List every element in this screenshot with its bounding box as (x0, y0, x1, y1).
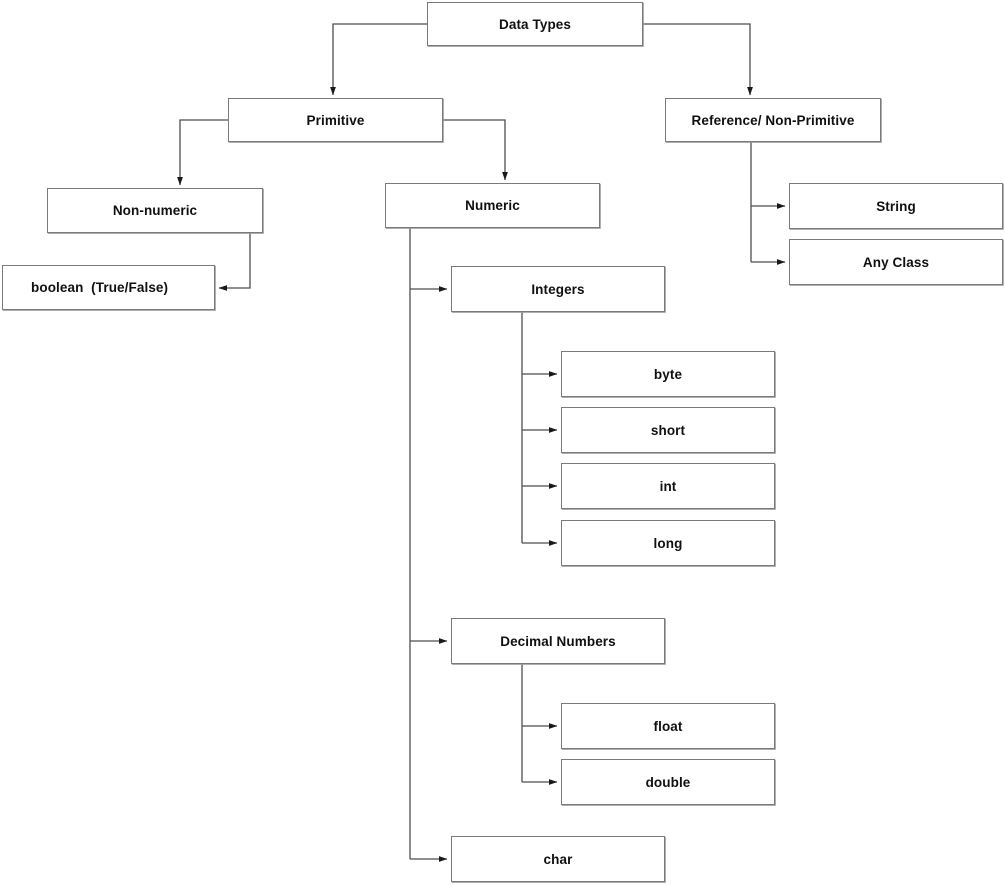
node-label-float: float (653, 718, 683, 734)
node-byte[interactable]: byte (561, 351, 775, 397)
node-label-byte: byte (653, 366, 683, 382)
node-double[interactable]: double (561, 759, 775, 805)
node-label-non-numeric: Non-numeric (112, 203, 198, 218)
node-long[interactable]: long (561, 520, 775, 566)
node-label-short: short (650, 422, 686, 438)
edge-datatypes-primitive (330, 23, 427, 96)
edge-nonnumeric-boolean (218, 233, 251, 291)
edge-primitive-nonnumeric (177, 119, 228, 186)
node-label-primitive: Primitive (306, 112, 365, 128)
node-decimal[interactable]: Decimal Numbers (451, 618, 665, 664)
node-label-boolean: boolean (True/False) (31, 280, 169, 295)
node-short[interactable]: short (561, 407, 775, 453)
edge-datatypes-reference (643, 23, 753, 96)
node-float[interactable]: float (561, 703, 775, 749)
node-char[interactable]: char (451, 836, 665, 882)
node-label-data-types: Data Types (498, 16, 572, 32)
node-primitive[interactable]: Primitive (228, 98, 443, 142)
node-label-integers: Integers (531, 281, 585, 297)
node-label-decimal: Decimal Numbers (500, 633, 616, 649)
node-numeric[interactable]: Numeric (385, 183, 600, 228)
edge-primitive-numeric (443, 119, 508, 181)
node-label-numeric: Numeric (465, 198, 520, 213)
node-label-string: String (876, 198, 916, 214)
node-label-char: char (543, 851, 573, 867)
node-label-int: int (659, 478, 677, 494)
node-non-numeric[interactable]: Non-numeric (47, 188, 263, 233)
node-int[interactable]: int (561, 463, 775, 509)
node-label-reference: Reference/ Non-Primitive (691, 112, 855, 128)
node-boolean[interactable]: boolean (True/False) (2, 265, 215, 310)
node-string[interactable]: String (789, 183, 1003, 229)
node-any-class[interactable]: Any Class (789, 239, 1003, 285)
node-label-long: long (653, 535, 683, 551)
node-integers[interactable]: Integers (451, 266, 665, 312)
node-reference[interactable]: Reference/ Non-Primitive (665, 98, 881, 142)
node-label-any-class: Any Class (862, 254, 930, 270)
node-label-double: double (645, 774, 691, 790)
node-data-types[interactable]: Data Types (427, 2, 643, 46)
